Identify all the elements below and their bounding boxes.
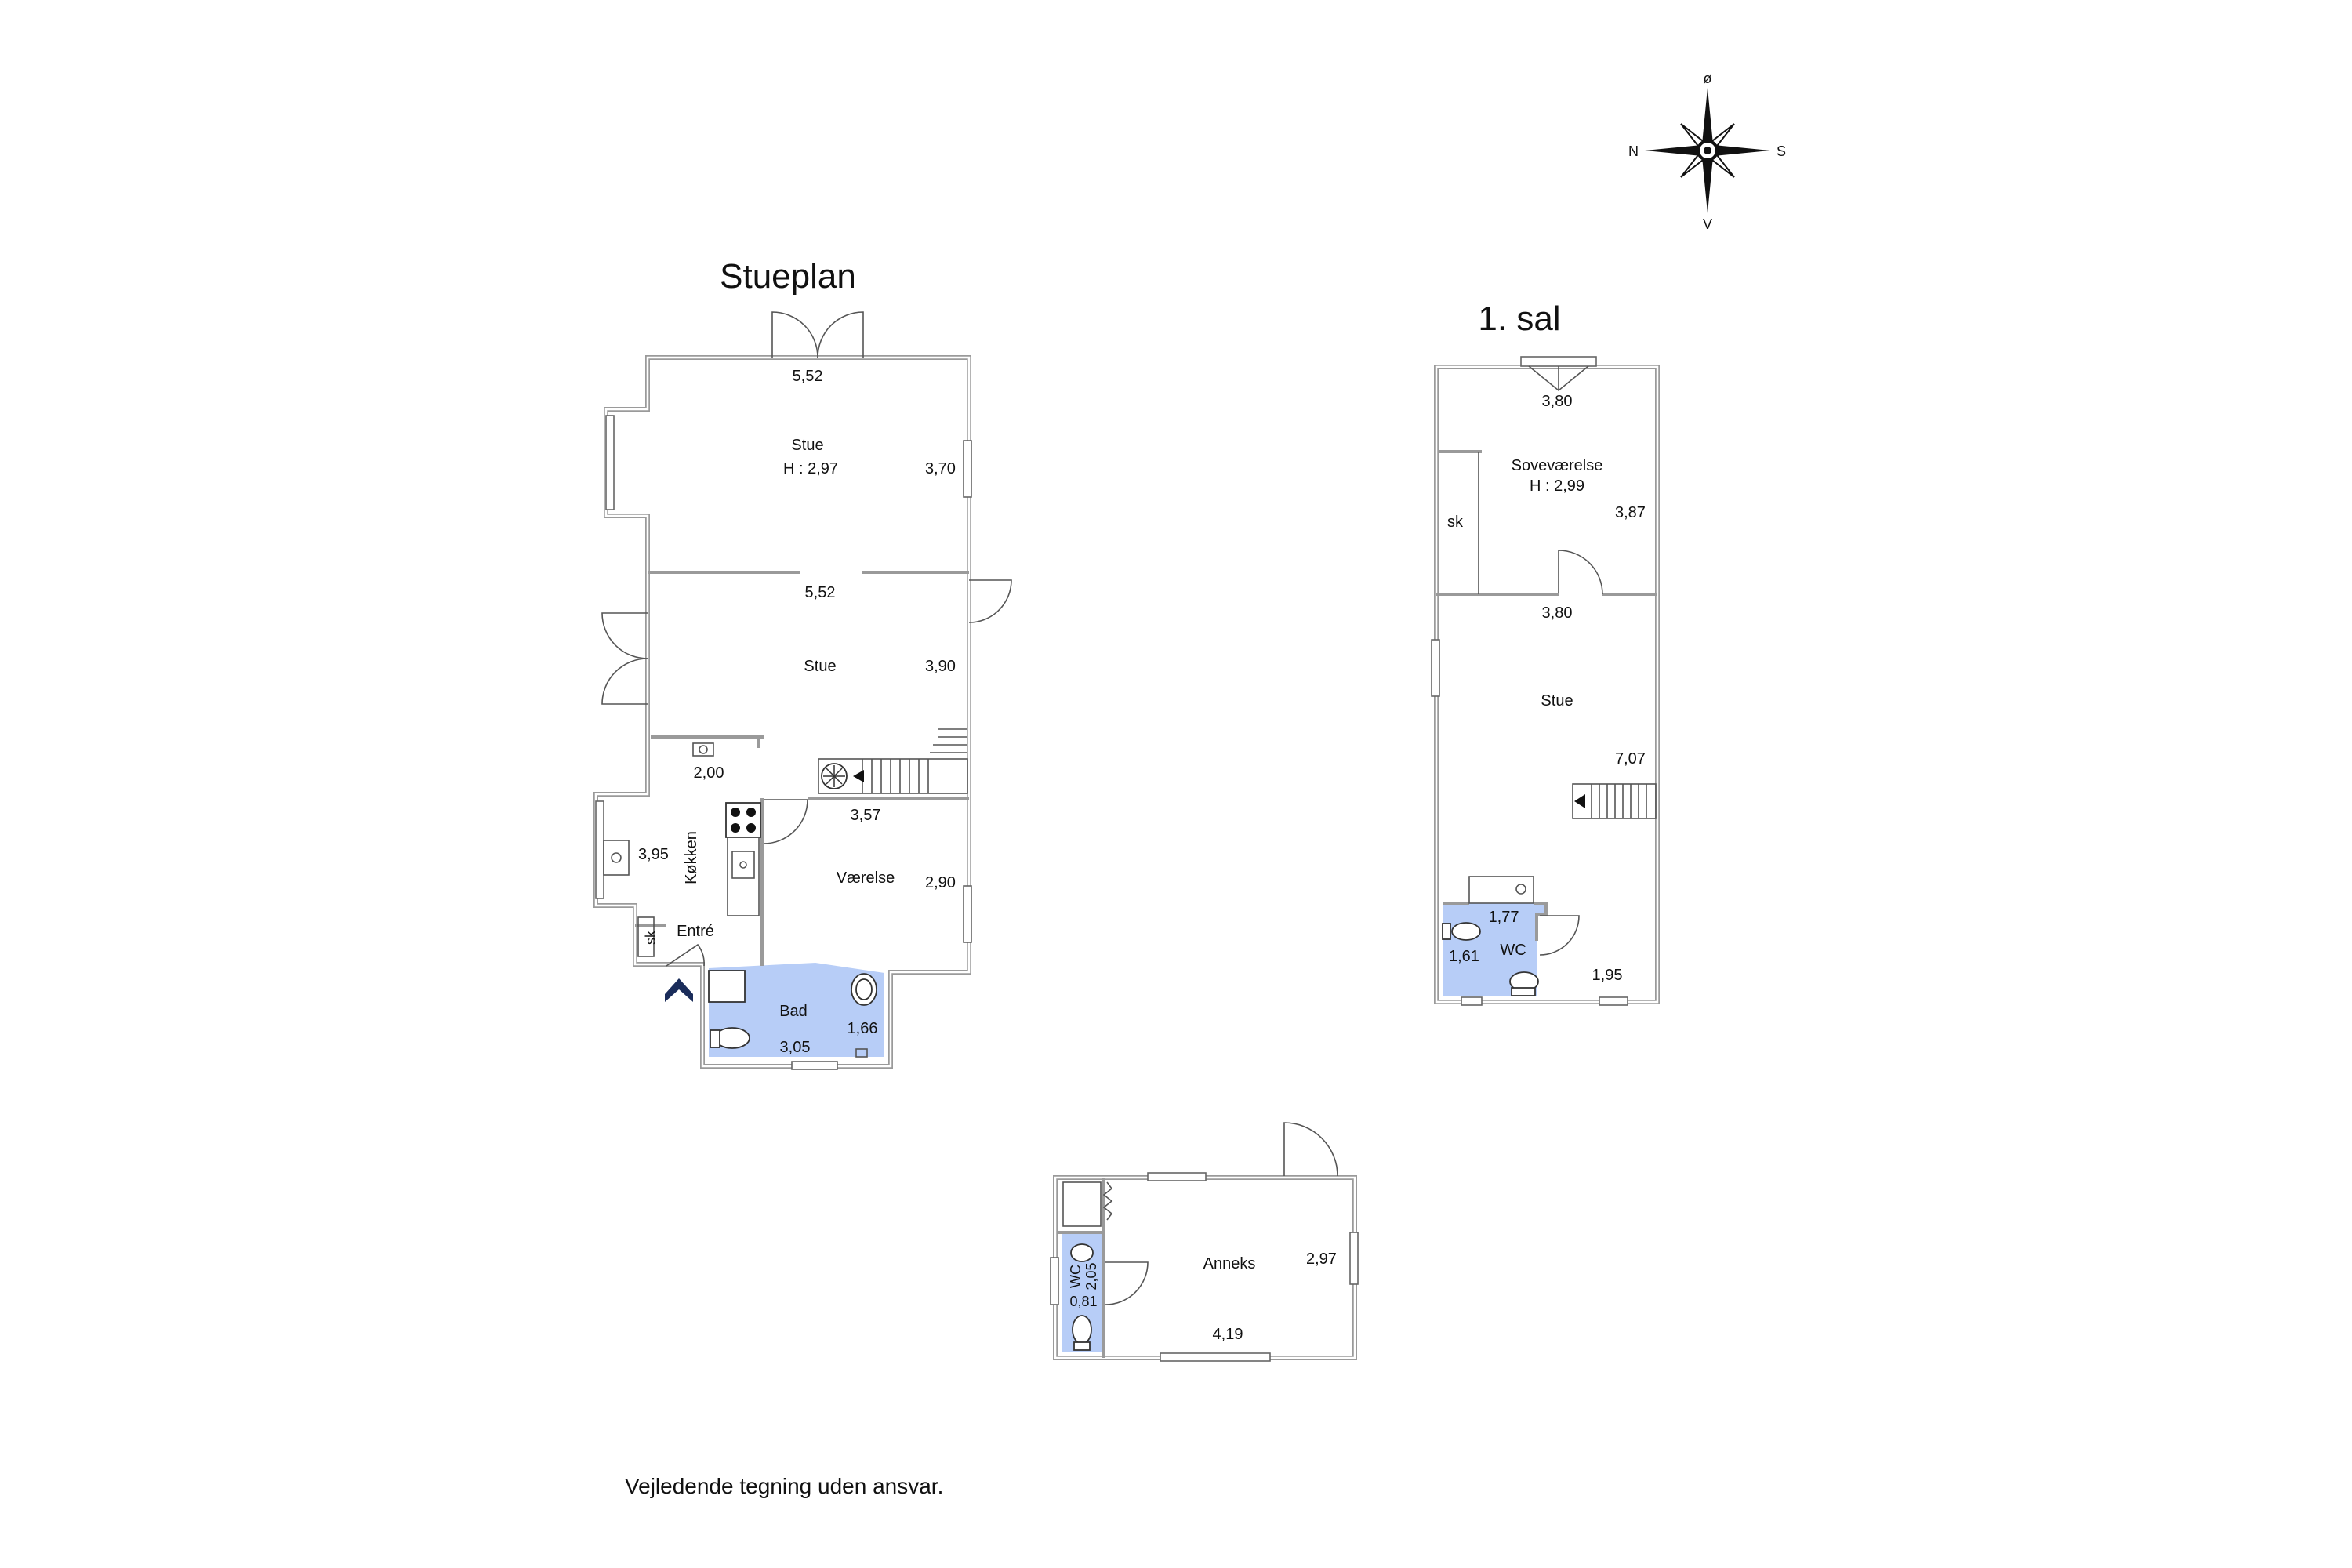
- compass-rose: N S ø V: [1628, 71, 1786, 232]
- entre-sk: sk: [643, 930, 659, 945]
- stue-top-name: Stue: [791, 437, 823, 454]
- bath-floor: [709, 963, 884, 1057]
- upper-floor-title: 1. sal: [1478, 299, 1560, 338]
- sove-depth: 3,87: [1615, 504, 1646, 521]
- kitchen-depth: 3,95: [638, 846, 669, 863]
- ground-floor-title: Stueplan: [720, 257, 856, 296]
- bad-name: Bad: [779, 1003, 808, 1020]
- compass-v: V: [1703, 216, 1712, 232]
- upper-floor: 3,80 Soveværelse H : 2,99 3,87 sk 3,80 S…: [1431, 356, 1660, 1006]
- sove-width: 3,80: [1542, 393, 1573, 410]
- stue-top-width: 5,52: [793, 368, 823, 385]
- bad-depth: 1,66: [848, 1020, 878, 1037]
- vaerelse-width: 3,57: [851, 807, 881, 824]
- wc-width: 1,77: [1489, 909, 1519, 926]
- hall-width: 1,95: [1592, 967, 1623, 984]
- bath-fixtures: [708, 970, 877, 1070]
- compass-o: ø: [1704, 71, 1712, 86]
- stue-top-depth: 3,70: [925, 460, 956, 477]
- entrance-arrow-icon: [665, 978, 693, 1002]
- compass-s: S: [1777, 143, 1786, 159]
- sove-height: H : 2,99: [1530, 477, 1584, 495]
- anneks-name: Anneks: [1203, 1255, 1256, 1272]
- stue-mid-width: 5,52: [805, 584, 836, 601]
- stue-upper-width: 3,80: [1542, 604, 1573, 622]
- sove-name: Soveværelse: [1512, 457, 1603, 474]
- stue-upper-name: Stue: [1541, 692, 1573, 710]
- anneks-width: 4,19: [1213, 1326, 1243, 1343]
- entre-name: Entré: [677, 923, 714, 940]
- stue-top-height: H : 2,97: [783, 460, 838, 477]
- anneks-wc-depth: 2,05: [1083, 1262, 1099, 1290]
- stue-mid-name: Stue: [804, 658, 836, 675]
- sove-sk: sk: [1447, 514, 1464, 531]
- anneks-wc-width: 0,81: [1069, 1294, 1097, 1309]
- anneks-depth: 2,97: [1306, 1250, 1337, 1268]
- compass-n: N: [1628, 143, 1639, 159]
- anneks-wc-name: WC: [1068, 1265, 1083, 1288]
- wc-depth: 1,61: [1449, 948, 1479, 965]
- disclaimer-note: Vejledende tegning uden ansvar.: [625, 1474, 944, 1498]
- stue-mid-depth: 3,90: [925, 658, 956, 675]
- anneks: Anneks 2,97 4,19 WC 2,05 0,81: [1050, 1122, 1359, 1362]
- bad-width: 3,05: [780, 1039, 811, 1056]
- kitchen-fixtures: [637, 742, 761, 957]
- stue-upper-depth: 7,07: [1615, 750, 1646, 768]
- ground-floor: 5,52 Stue H : 2,97 3,70 5,52 Stue 3,90 2…: [593, 311, 1012, 1070]
- kitchen-width: 2,00: [694, 764, 724, 782]
- vaerelse-name: Værelse: [837, 869, 895, 887]
- ground-stairs: [818, 728, 968, 794]
- vaerelse-depth: 2,90: [925, 874, 956, 891]
- wc-name: WC: [1500, 942, 1526, 959]
- kitchen-name: Køkken: [683, 831, 700, 884]
